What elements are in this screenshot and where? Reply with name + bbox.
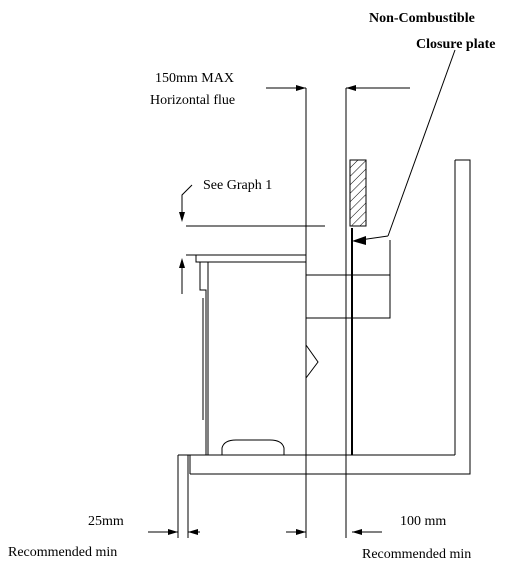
left-clearance-dimension xyxy=(148,529,200,535)
closure-plate-label-line2: Closure plate xyxy=(416,37,495,52)
flue-width-label: 150mm MAX xyxy=(155,71,234,86)
left-clearance-value: 25mm xyxy=(88,514,124,529)
closure-box xyxy=(306,240,391,319)
graph-ref-label: See Graph 1 xyxy=(203,178,272,193)
closure-plate-leader xyxy=(352,49,456,245)
right-clearance-dimension xyxy=(286,529,382,535)
closure-plate-label-line1: Non-Combustible xyxy=(369,11,475,26)
graph-ref-dimension xyxy=(179,184,193,294)
hearth-supports xyxy=(177,454,190,538)
left-clearance-note: Recommended min xyxy=(8,545,117,560)
flue-width-dimension xyxy=(266,85,410,91)
flue-type-label: Horizontal flue xyxy=(150,93,235,108)
right-clearance-value: 100 mm xyxy=(400,514,446,529)
chimney-breast-wall xyxy=(189,159,471,475)
horizontal-flue xyxy=(186,225,325,256)
right-clearance-note: Recommended min xyxy=(362,547,471,562)
stove-body xyxy=(195,255,319,455)
closure-plate xyxy=(349,159,367,227)
flue-column xyxy=(305,88,353,538)
